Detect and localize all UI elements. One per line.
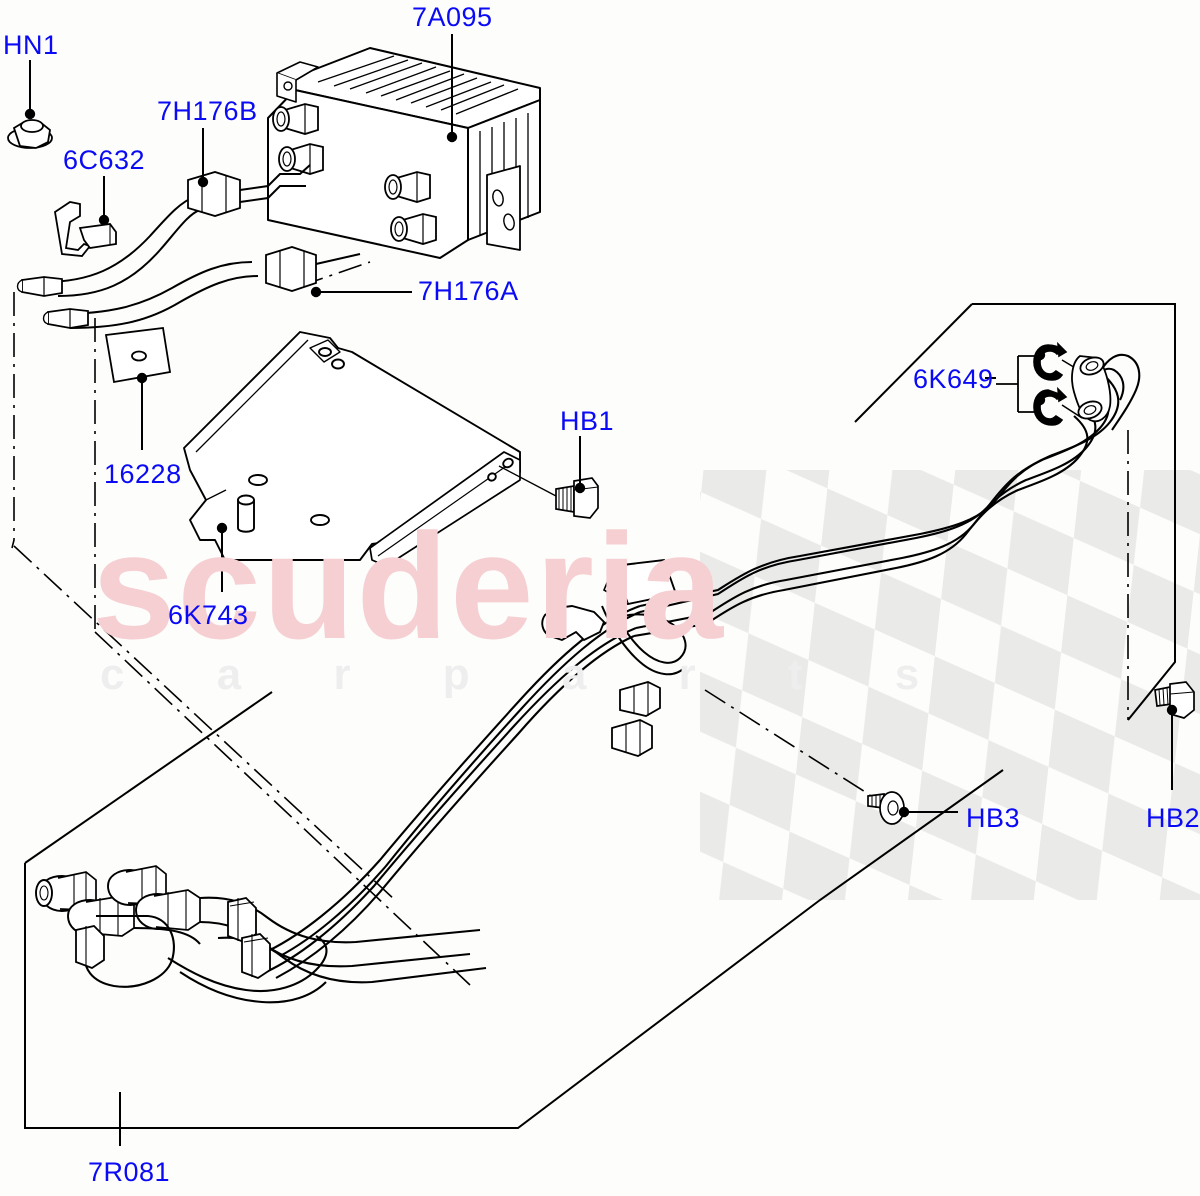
label-7a095: 7A095 [412, 2, 493, 32]
label-6c632: 6C632 [63, 145, 146, 175]
oil-cooler-ports [272, 103, 437, 245]
group-outline-right [854, 303, 1176, 721]
assembly-boundary-dashdot [11, 261, 1129, 986]
checkered-flag-watermark [700, 470, 1200, 900]
hose-clamps [75, 897, 271, 980]
label-6k649: 6K649 [913, 364, 994, 394]
label-7h176b: 7H176B [157, 96, 258, 126]
watermark-carparts: c a r p a r t s [100, 650, 960, 699]
heat-shield-6k743 [183, 331, 521, 567]
label-6k743: 6K743 [168, 600, 249, 630]
label-hb2: HB2 [1146, 803, 1200, 833]
leader-dots [24, 108, 1178, 818]
watermark-scuderia: scuderia [92, 502, 725, 670]
hose-connectors [35, 865, 201, 937]
mid-pipe-ferrule [611, 681, 661, 757]
clip-6c632 [54, 201, 117, 257]
label-hb1: HB1 [560, 406, 615, 436]
label-7h176a: 7H176A [418, 276, 519, 306]
group-outline-7r081 [24, 691, 1004, 1129]
label-hb3: HB3 [966, 803, 1021, 833]
nut-hn1 [7, 119, 53, 149]
mounting-plate-16228 [104, 327, 172, 384]
label-hn1: HN1 [3, 30, 59, 60]
mid-pipe-bracket [541, 558, 687, 676]
label-16228: 16228 [104, 459, 182, 489]
label-7r081: 7R081 [88, 1157, 171, 1187]
leader-lines [29, 34, 1173, 1146]
transmission-pipes-7r081 [265, 353, 1141, 979]
right-pipe-clamp [1071, 355, 1112, 423]
